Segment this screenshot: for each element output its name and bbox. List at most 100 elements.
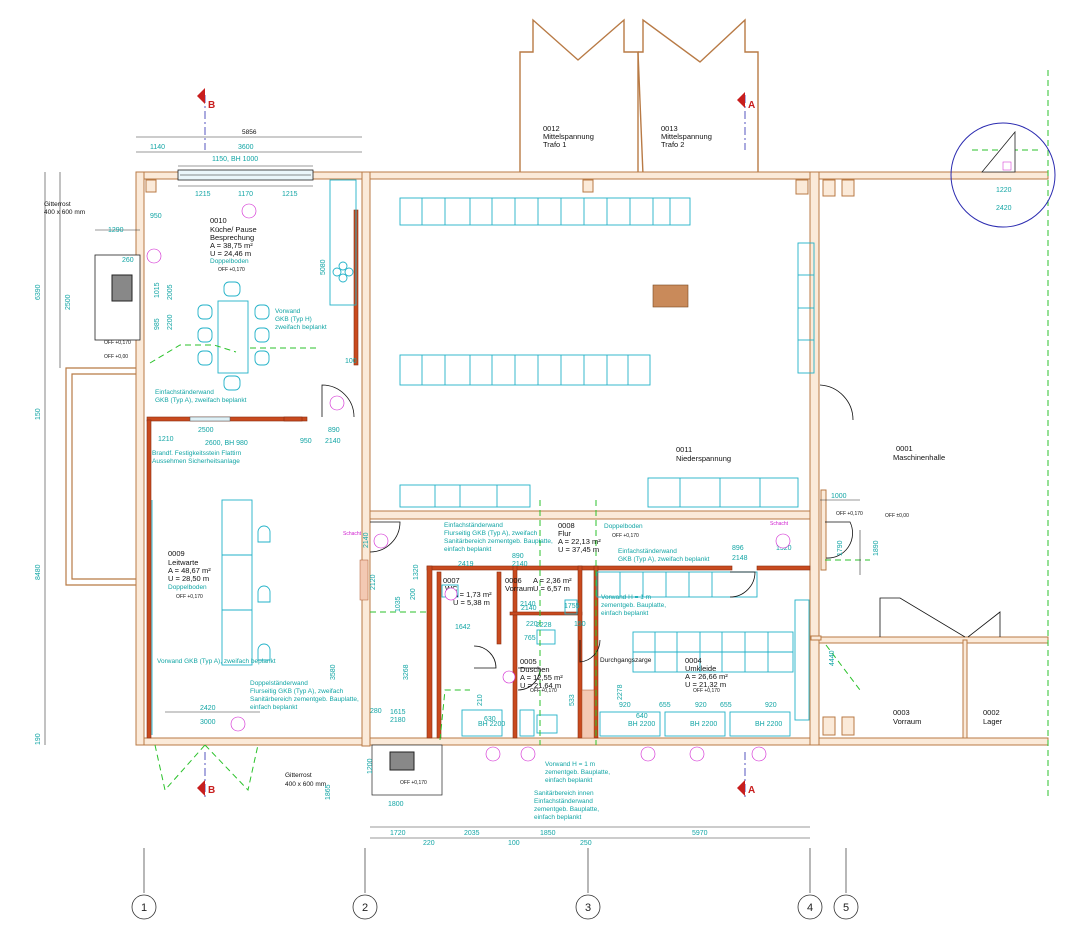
tag-symbols: Schacht Schacht	[146, 203, 791, 762]
room-0005-name: Duschen	[520, 665, 550, 674]
label-dimensions-misc-2: 2500	[65, 294, 72, 310]
label-dimensions-misc-40: 1642	[455, 624, 471, 631]
axis-bubble-5	[833, 894, 859, 920]
label-dimensions-misc-25: 2120	[370, 574, 377, 590]
label-dimensions-misc-56: BH 2200	[690, 721, 717, 728]
label-wall_notes-vorwand_1m_b-1: zementgeb. Bauplatte,	[545, 769, 610, 776]
label-dimensions-misc-5: 985	[154, 318, 161, 330]
label-dimensions-misc-11: 2500	[198, 427, 214, 434]
label-dimensions-win_sub-2: 1215	[282, 191, 298, 198]
label-dimensions-misc-6: 2005	[167, 284, 174, 300]
room-0011-no: 0011	[676, 445, 692, 454]
label-dimensions-win_sub-0: 1215	[195, 191, 211, 198]
label-wall_notes-vorwand_h-0: Vorwand	[275, 308, 301, 315]
room-0013-name2: Trafo 2	[661, 140, 684, 149]
label-wall_notes-vorwand_1m_b-2: einfach beplankt	[545, 777, 593, 784]
label-dimensions-misc-13: 950	[300, 438, 312, 445]
label-wall_notes-einfach_flur-3: einfach beplankt	[444, 546, 492, 553]
label-dimensions-misc-45: 630	[484, 716, 496, 723]
room-0002-name: Lager	[983, 717, 1003, 726]
label-dimensions-misc-17: 1520	[776, 545, 792, 552]
room-0005-perimeter: U = 21,64 m	[520, 681, 561, 690]
room-0008-perimeter: U = 37,45 m	[558, 545, 599, 554]
label-wall_notes-einfach_a-1: GKB (Typ A), zweifach beplankt	[155, 397, 247, 404]
label-dimensions-misc-38: 210	[477, 694, 484, 706]
room-0001-name: Maschinenhalle	[893, 453, 945, 462]
label-wall_notes-einfach_flur-0: Einfachständerwand	[444, 522, 503, 529]
room-0006-area: A = 2,36 m²	[533, 576, 572, 585]
room-0011-name: Niederspannung	[676, 454, 731, 463]
level-0008: OFF +0,170	[612, 533, 639, 539]
axis-label-3: 3	[585, 902, 591, 914]
label-dimensions-misc-20: 1790	[837, 540, 844, 556]
room-0005-area: A = 12,55 m²	[520, 673, 563, 682]
label-dimensions-misc-55: BH 2200	[628, 721, 655, 728]
section-b-bottom: B	[208, 785, 215, 796]
label-dimensions-misc-60: 1220	[996, 187, 1012, 194]
label-dimensions-misc-54: 640	[636, 713, 648, 720]
label-dimensions-misc-51: 920	[695, 702, 707, 709]
label-dimensions-misc-15: 890	[328, 427, 340, 434]
dashed-boundaries	[149, 70, 1049, 800]
room-0008-area: A = 22,13 m²	[558, 537, 601, 546]
label-dimensions-misc-35: 3000	[200, 719, 216, 726]
level-pad-b: OFF +0,00	[104, 354, 128, 360]
room-0008-name: Flur	[558, 529, 571, 538]
label-dimensions-misc-16: 1000	[831, 493, 847, 500]
switchgear-cabinets	[399, 197, 815, 508]
room-0001-no: 0001	[896, 444, 913, 453]
label-dimensions-misc-46: 2228	[536, 622, 552, 629]
section-a-top: A	[748, 100, 755, 111]
label-wall_notes-vorwand_a: Vorwand GKB (Typ A), zweifach beplankt	[157, 658, 276, 665]
floor-note-0010: Doppelboden	[210, 258, 249, 265]
level-hall: OFF ±0,00	[885, 513, 909, 519]
section-markers: B B A A	[197, 88, 755, 800]
room-0012-name2: Trafo 1	[543, 140, 566, 149]
label-dimensions-left_c: 190	[35, 733, 42, 745]
label-dimensions-window: 1150, BH 1000	[212, 156, 258, 163]
label-dimensions-misc-53: 920	[765, 702, 777, 709]
room-0006-no: 0006	[505, 576, 522, 585]
gitterrost-labels: Gitterrost 400 x 600 mm Gitterrost 400 x…	[44, 201, 326, 788]
label-wall_notes-sanitaer-0: Sanitärbereich innen	[534, 790, 594, 797]
room-0003-no: 0003	[893, 708, 910, 717]
label-wall_notes-brandschutz-0: Brandf. Festigkeitsstein Flattirn	[152, 450, 242, 457]
label-dimensions-misc-64: 1320	[413, 564, 420, 580]
room-0007-perimeter: U = 5,38 m	[453, 598, 490, 607]
label-dimensions-misc-59: 4440	[829, 650, 836, 666]
label-dimensions-misc-31: 1615	[390, 709, 406, 716]
label-dimensions-misc-34: 2420	[200, 705, 216, 712]
room-0004-area: A = 26,66 m²	[685, 672, 728, 681]
label-dimensions-misc-23: 890	[512, 553, 524, 560]
axis-bubble-1	[131, 894, 157, 920]
kitchen-furniture	[94, 179, 357, 391]
floor-notes: Doppelboden OFF +0,170 Doppelboden OFF +…	[104, 258, 909, 786]
label-dimensions-bottom-3: 100	[508, 840, 520, 847]
label-wall_notes-vorwand_1m_b-0: Vorwand H = 1 m	[545, 761, 595, 768]
label-dimensions-misc-21: 1890	[873, 540, 880, 556]
level-0009: OFF +0,170	[176, 594, 203, 600]
label-dimensions-misc-58: BH 2200	[478, 721, 505, 728]
label-gitterrost-size: 400 x 600 mm	[285, 781, 326, 788]
room-0006-name: Vorraum	[505, 584, 533, 593]
room-0009-no: 0009	[168, 549, 185, 558]
room-0010-area: A = 38,75 m²	[210, 241, 253, 250]
label-wall_notes-vorwand_1m-0: Vorwand H = 1 m	[601, 594, 651, 601]
label-dimensions-misc-19: 2148	[732, 555, 748, 562]
label-dimensions-misc-18: 896	[732, 545, 744, 552]
label-dimensions-bottom-6: 5970	[692, 830, 708, 837]
label-dimensions-misc-36: 280	[370, 708, 382, 715]
room-labels: 0001 Maschinenhalle 0002 Lager 0003 Vorr…	[168, 124, 1003, 726]
label-dimensions-left_total: 6390	[35, 284, 42, 300]
room-0006-perimeter: U = 6,57 m	[533, 584, 570, 593]
label-dimensions-top_total: 5856	[242, 129, 257, 136]
room-0009-area: A = 48,67 m²	[168, 566, 211, 575]
room-0003-name: Vorraum	[893, 717, 921, 726]
transformer-bays	[519, 18, 759, 176]
label-dimensions-misc-30: 2180	[390, 717, 406, 724]
label-dimensions-misc-8: 5080	[320, 259, 327, 275]
room-0009-perimeter: U = 28,50 m	[168, 574, 209, 583]
label-dimensions-misc-52: 655	[720, 702, 732, 709]
label-wall_notes-einfach_a2-0: Einfachständerwand	[618, 548, 677, 555]
